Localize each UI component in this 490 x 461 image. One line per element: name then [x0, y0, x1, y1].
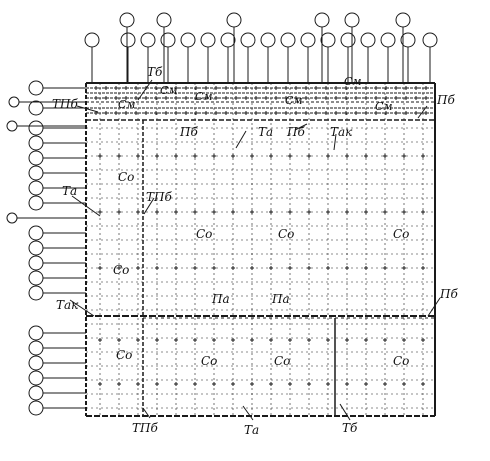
top-pad-circle	[340, 32, 356, 48]
label-p-b-right-top: Пб	[436, 93, 455, 107]
label-t-a-left: Та	[62, 184, 77, 198]
top-pad-circle	[395, 12, 411, 28]
outer-frame	[85, 82, 436, 417]
label-cm-4: См	[285, 94, 303, 107]
label-t-ak-left: Так	[56, 298, 79, 312]
left-pad-circle	[28, 195, 44, 211]
left-pad-circle	[28, 225, 44, 241]
label-p-b-mid-2: Пб	[286, 125, 305, 139]
label-cm-6: См	[375, 100, 393, 113]
top-pad-circle	[156, 12, 172, 28]
label-tp-b-mid: ТПб	[146, 190, 172, 204]
left-pad-circle	[28, 180, 44, 196]
left-contact-pads	[6, 80, 86, 416]
left-pad-circle	[28, 150, 44, 166]
leader-lines	[69, 79, 441, 421]
label-co-4: Со	[393, 227, 409, 241]
label-co-9: Со	[393, 354, 409, 368]
top-pad-circle	[360, 32, 376, 48]
left-pad-circle	[28, 285, 44, 301]
label-tp-b-left: ТПб	[52, 97, 78, 111]
top-pad-circle	[380, 32, 396, 48]
label-p-a-2: Па	[271, 292, 290, 306]
label-co-8: Со	[274, 354, 290, 368]
label-t-b-bottom: Тб	[342, 421, 358, 435]
label-cm-3: См	[195, 90, 213, 103]
left-pad-circle	[28, 385, 44, 401]
top-pad-circle	[314, 12, 330, 28]
left-pad-circle	[28, 325, 44, 341]
region-labels: Тб ТПб См См См См См См Пб Пб Та Пб Так…	[52, 65, 458, 437]
top-pad-circle	[119, 12, 135, 28]
label-cm-1: См	[118, 98, 136, 111]
label-tp-b-bottom: ТПб	[132, 421, 158, 435]
left-pad-circle	[8, 96, 20, 108]
top-pad-circle	[280, 32, 296, 48]
label-co-6: Со	[116, 348, 132, 362]
label-p-b-right-bottom: Пб	[439, 287, 458, 301]
left-pad-circle	[28, 340, 44, 356]
label-p-a-1: Па	[211, 292, 230, 306]
top-pad-circle	[84, 32, 100, 48]
left-pad-circle	[6, 120, 18, 132]
left-pad-circle	[28, 100, 44, 116]
top-pad-circle	[120, 32, 136, 48]
left-pad-circle	[28, 135, 44, 151]
top-pad-circle	[320, 32, 336, 48]
label-co-1: Со	[118, 170, 134, 184]
label-t-ak-top: Так	[330, 125, 353, 139]
label-cm-2: См	[160, 84, 178, 97]
left-pad-circle	[28, 240, 44, 256]
label-co-7: Со	[201, 354, 217, 368]
top-pad-circle	[160, 32, 176, 48]
left-pad-circle	[28, 355, 44, 371]
left-pad-circle	[28, 120, 44, 136]
top-pad-circle	[422, 32, 438, 48]
top-pad-circle	[344, 12, 360, 28]
top-pad-circle	[220, 32, 236, 48]
top-contact-pads	[84, 12, 438, 83]
label-t-a-bottom: Та	[244, 423, 259, 437]
label-co-5: Со	[113, 263, 129, 277]
left-pad-circle	[28, 255, 44, 271]
left-pad-circle	[28, 165, 44, 181]
top-pad-circle	[180, 32, 196, 48]
label-p-b-mid-1: Пб	[179, 125, 198, 139]
left-pad-circle	[28, 400, 44, 416]
intersection-marks	[94, 86, 428, 386]
top-pad-circle	[200, 32, 216, 48]
label-cm-5: См	[344, 75, 362, 88]
left-pad-circle	[28, 370, 44, 386]
label-co-2: Со	[196, 227, 212, 241]
left-pad-circle	[28, 270, 44, 286]
top-pad-circle	[140, 32, 156, 48]
left-pad-circle	[6, 212, 18, 224]
label-t-b-top: Тб	[147, 65, 163, 79]
label-t-a-top: Та	[258, 125, 273, 139]
top-pad-circle	[260, 32, 276, 48]
top-pad-circle	[226, 12, 242, 28]
top-pad-circle	[300, 32, 316, 48]
label-co-3: Со	[278, 227, 294, 241]
left-pad-circle	[28, 80, 44, 96]
top-pad-circle	[240, 32, 256, 48]
